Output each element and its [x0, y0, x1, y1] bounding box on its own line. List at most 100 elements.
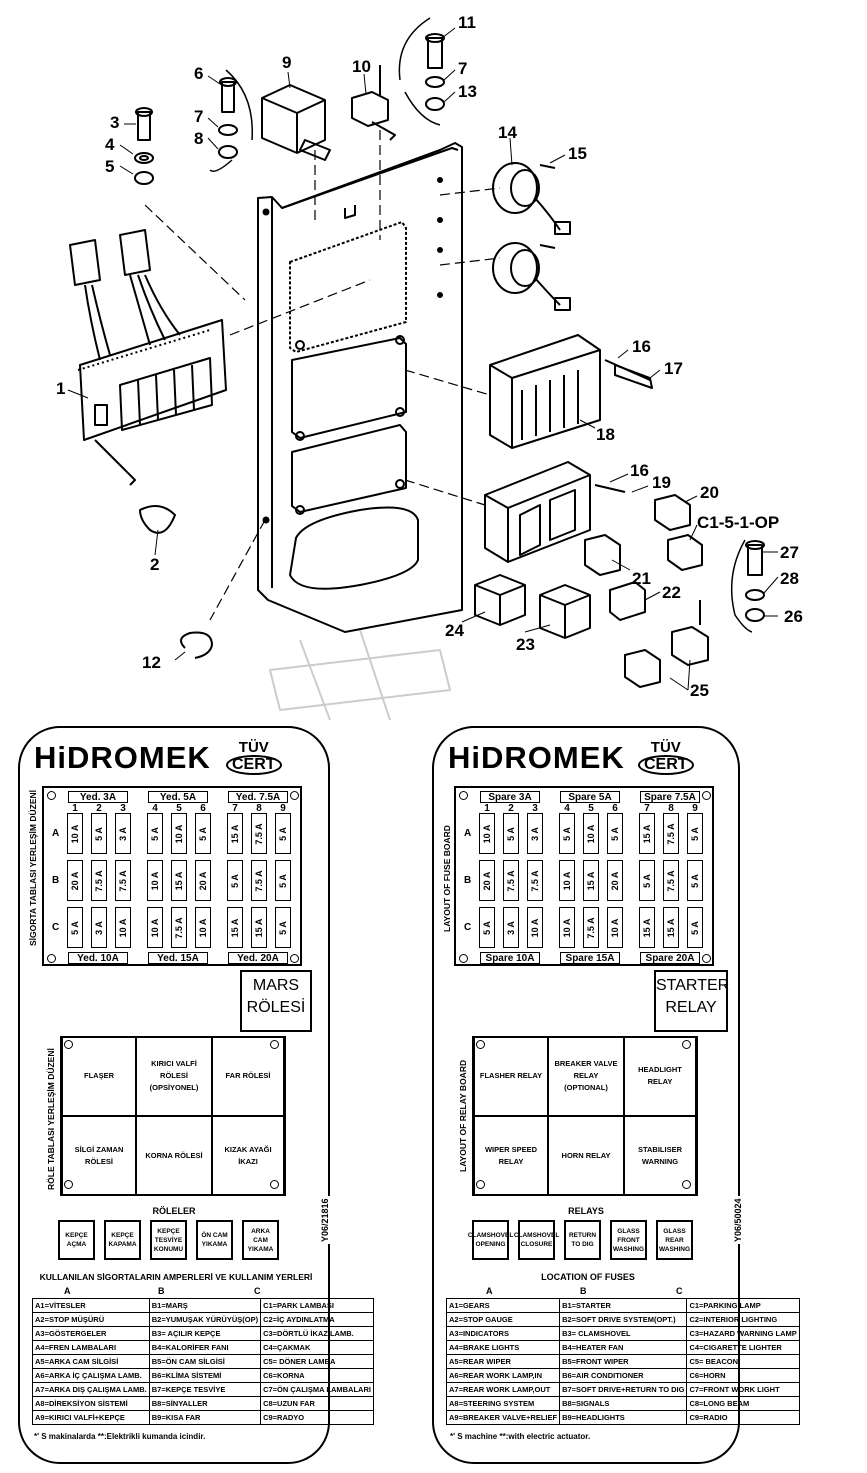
relay-slot: KORNA RÖLESİ: [136, 1116, 212, 1196]
table-cell: C3=DÖRTLÜ İKAZ LAMB.: [260, 1326, 374, 1341]
fuse-rating: 5 A: [642, 873, 652, 888]
fuse-rating: 10 A: [482, 824, 492, 843]
fuse-rating: 7.5 A: [506, 869, 516, 892]
fuse-column-number: 8: [256, 803, 262, 814]
table-cell: A1=VİTESLER: [32, 1298, 150, 1313]
washer-4: [134, 152, 154, 164]
table-cell: A3=INDICATORS: [445, 1326, 561, 1341]
toggle-switch-25a: [671, 600, 709, 666]
fuse-rating: 5 A: [562, 826, 572, 841]
fuse-rating: 5 A: [482, 920, 492, 935]
bolt-6: [219, 77, 237, 113]
col-a-header-en: A: [486, 1286, 493, 1296]
fuse-rating: 5 A: [278, 873, 288, 888]
fuse-column-number: 1: [72, 803, 78, 814]
fuse-column-number: 9: [280, 803, 286, 814]
fuse-rating: 5 A: [70, 920, 80, 935]
fuse-rating: 7.5 A: [174, 916, 184, 939]
fuse-rating: 15 A: [174, 871, 184, 890]
fuse-slot: 3 A: [115, 813, 131, 854]
relay-slot: HORN RELAY: [548, 1116, 624, 1196]
switch-label: GLASS REAR WASHING: [656, 1220, 693, 1260]
fuse-column-number: 4: [152, 803, 158, 814]
table-cell: C7=FRONT WORK LIGHT: [686, 1382, 800, 1397]
callout-14: 14: [498, 123, 517, 142]
fuse-rating: 7.5 A: [530, 869, 540, 892]
footnote: *' S makinalarda **:Elektrikli kumanda i…: [34, 1432, 206, 1441]
table-cell: B2=YUMUŞAK YÜRÜYÜŞ(OP): [148, 1312, 262, 1327]
fuse-block-18: [489, 334, 653, 449]
table-cell: A7=REAR WORK LAMP,OUT: [445, 1382, 561, 1397]
table-cell: C8=LONG BEAM: [686, 1396, 800, 1411]
relay-slot: FLAŞER: [62, 1036, 136, 1116]
fuse-slot: 10 A: [67, 813, 83, 854]
table-cell: A2=STOP MÜŞÜRÜ: [32, 1312, 150, 1327]
fuse-slot: 10 A: [171, 813, 187, 854]
fuse-rating: 5 A: [278, 920, 288, 935]
fuse-rating: 15 A: [642, 918, 652, 937]
brand-logo-en: HiDROMEK: [448, 740, 625, 775]
fuse-rating: 10 A: [150, 918, 160, 937]
fuse-column-number: 6: [612, 803, 618, 814]
fuse-row-letter: C: [52, 922, 60, 933]
horn-14b: [492, 242, 571, 311]
callout-c1-5-1-op: C1-5-1-OP: [697, 513, 780, 532]
fuse-rating: 5 A: [198, 826, 208, 841]
fuse-rating: 15 A: [230, 824, 240, 843]
fuse-rating: 10 A: [174, 824, 184, 843]
fuse-row-letter: A: [464, 828, 472, 839]
fuse-slot: 15 A: [227, 813, 243, 854]
callout-3: 3: [110, 113, 120, 132]
mount-hole: [682, 1180, 691, 1189]
col-a-header: A: [64, 1286, 71, 1296]
nut-8: [218, 145, 238, 159]
table-cell: B3= CLAMSHOVEL: [559, 1326, 688, 1341]
col-b-header: B: [158, 1286, 165, 1296]
fuse-column-number: 8: [668, 803, 674, 814]
relay-slot: WIPER SPEED RELAY: [474, 1116, 548, 1196]
table-cell: A8=STEERING SYSTEM: [445, 1396, 561, 1411]
fuse-column-number: 3: [120, 803, 126, 814]
fuse-rating: 10 A: [562, 871, 572, 890]
bracket-22: [609, 581, 646, 621]
fuse-slot: 20 A: [195, 860, 211, 901]
relay-slot: FLASHER RELAY: [474, 1036, 548, 1116]
fuse-rating: 3 A: [94, 920, 104, 935]
fuse-slot: 5 A: [639, 860, 655, 901]
callout-16-top: 16: [632, 337, 651, 356]
washer-7: [218, 124, 238, 136]
nut-13: [425, 97, 445, 111]
fuse-slot: 7.5 A: [115, 860, 131, 901]
callout-24: 24: [445, 621, 464, 640]
fuse-row-letter: A: [52, 828, 60, 839]
callout-2: 2: [150, 555, 160, 574]
table-cell: C4=ÇAKMAK: [260, 1340, 374, 1355]
table-cell: C7=ÖN ÇALIŞMA LAMBALARI: [260, 1382, 374, 1397]
table-cell: C5= BEACON: [686, 1354, 800, 1369]
table-cell: B7=KEPÇE TESVİYE: [148, 1382, 262, 1397]
spare-label-bottom: Yed. 10A: [68, 952, 128, 964]
table-cell: B8=SİNYALLER: [148, 1396, 262, 1411]
callout-16-bottom: 16: [630, 461, 649, 480]
switch-label: RETURN TO DIG: [564, 1220, 601, 1260]
fuse-rating: 7.5 A: [666, 869, 676, 892]
fuse-slot: 10 A: [527, 907, 543, 948]
spare-label-bottom: Spare 10A: [480, 952, 540, 964]
fuse-rating: 20 A: [70, 871, 80, 890]
relay-10: [351, 65, 396, 141]
fuse-slot: 5 A: [275, 813, 291, 854]
washer-7b: [425, 76, 445, 88]
fuse-column-number: 6: [200, 803, 206, 814]
fuse-rating: 7.5 A: [666, 822, 676, 845]
table-cell: B1=STARTER: [559, 1298, 688, 1313]
table-cell: A6=REAR WORK LAMP,IN: [445, 1368, 561, 1383]
